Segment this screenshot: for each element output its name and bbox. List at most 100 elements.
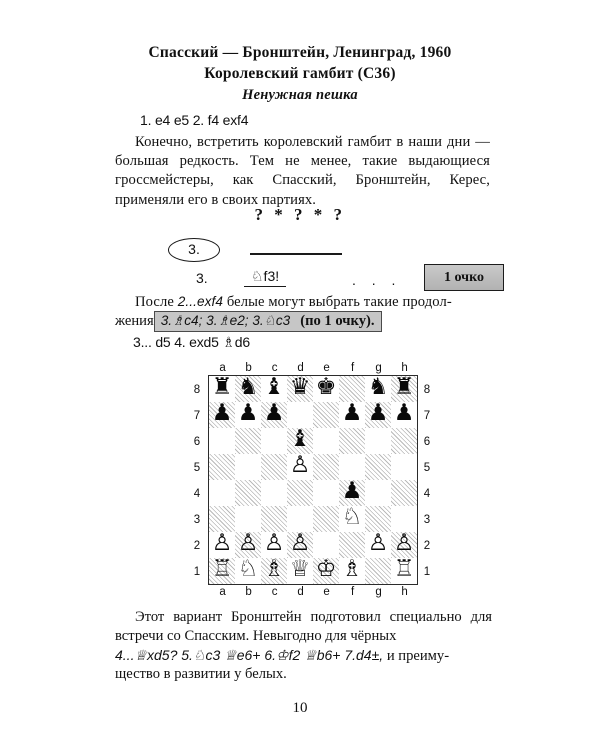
rank-label-right-2: 2: [423, 539, 431, 552]
board-square-d2[interactable]: ♙: [287, 530, 313, 558]
page-number: 10: [292, 700, 308, 716]
board-square-h6[interactable]: [391, 428, 417, 454]
answer-blank-rule[interactable]: [250, 253, 342, 255]
board-square-c4[interactable]: [261, 480, 287, 506]
board-square-g3[interactable]: [365, 506, 391, 532]
board-square-b1[interactable]: ♘: [235, 556, 261, 584]
board-square-h1[interactable]: ♖: [391, 556, 417, 584]
quiz-move-number-oval: 3.: [168, 238, 220, 262]
board-square-e6[interactable]: [313, 428, 339, 454]
board-square-a5[interactable]: [209, 454, 235, 480]
page-title-opening: Королевский гамбит (C36): [204, 65, 396, 82]
board-square-g2[interactable]: ♙: [365, 531, 391, 558]
closing-text-1: Этот вариант Бронштейн подготовил специа…: [115, 609, 492, 645]
board-square-f4[interactable]: ♟: [339, 479, 365, 506]
board-square-b6[interactable]: [235, 428, 261, 454]
board-square-e8[interactable]: ♚: [313, 375, 339, 402]
board-square-f5[interactable]: [339, 454, 365, 480]
board-square-h4[interactable]: [391, 480, 417, 506]
board-square-h2[interactable]: ♙: [391, 531, 417, 558]
board-square-c5[interactable]: [261, 454, 287, 480]
board-square-f3[interactable]: ♘: [339, 505, 365, 532]
board-square-d4[interactable]: [287, 480, 313, 506]
answer-move-number: 3.: [196, 270, 208, 286]
chess-board[interactable]: ♜♞♝♛♚♞♜♟♟♟♟♟♟♝♙♟♘♙♙♙♙♙♙♖♘♗♕♔♗♖: [208, 375, 418, 585]
closing-text-2: и преиму-: [386, 648, 450, 664]
board-square-d1[interactable]: ♕: [287, 557, 313, 584]
board-square-a6[interactable]: [209, 428, 235, 454]
board-square-b4[interactable]: [235, 480, 261, 506]
chess-piece: ♙: [289, 530, 311, 556]
closing-paragraph: Этот вариант Бронштейн подготовил специа…: [115, 608, 492, 647]
chess-piece: ♞: [237, 374, 259, 400]
board-square-h3[interactable]: [391, 506, 417, 532]
rank-label-right-1: 1: [423, 565, 431, 578]
board-square-a1[interactable]: ♖: [209, 557, 235, 584]
intro-paragraph: Конечно, встретить королевский гамбит в …: [115, 134, 490, 208]
chess-piece: ♖: [393, 556, 415, 582]
board-square-h7[interactable]: ♟: [391, 401, 417, 428]
board-square-g5[interactable]: [365, 454, 391, 480]
file-label-bottom-b: b: [245, 586, 252, 598]
board-square-d3[interactable]: [287, 506, 313, 532]
file-label-top-h: h: [401, 362, 408, 374]
chess-piece: ♗: [341, 556, 363, 582]
file-label-top-a: a: [219, 362, 226, 374]
board-square-g1[interactable]: [365, 558, 391, 584]
board-square-a4[interactable]: [209, 480, 235, 506]
answer-dots: . . .: [352, 272, 402, 288]
continuation-prefix: жения: [115, 313, 154, 329]
chess-piece: ♘: [237, 556, 259, 582]
board-square-c3[interactable]: [261, 506, 287, 532]
board-square-e3[interactable]: [313, 506, 339, 532]
chess-piece: ♟: [237, 400, 259, 426]
board-square-f1[interactable]: ♗: [339, 556, 365, 584]
board-square-e2[interactable]: [313, 532, 339, 558]
board-square-a3[interactable]: [209, 506, 235, 532]
board-square-b3[interactable]: [235, 506, 261, 532]
board-square-h5[interactable]: [391, 454, 417, 480]
board-square-e7[interactable]: [313, 402, 339, 428]
board-square-d7[interactable]: [287, 402, 313, 428]
board-square-f7[interactable]: ♟: [339, 400, 365, 428]
board-square-b5[interactable]: [235, 454, 261, 480]
board-square-c6[interactable]: [261, 428, 287, 454]
board-square-g4[interactable]: [365, 480, 391, 506]
continuation-highlighted-moves: 3.♗c4; 3.♗e2; 3.♘c3: [160, 313, 291, 328]
board-square-e4[interactable]: [313, 480, 339, 506]
rank-label-left-3: 3: [193, 513, 201, 526]
board-square-c8[interactable]: ♝: [261, 375, 287, 402]
chess-piece: ♟: [341, 400, 363, 426]
file-label-top-g: g: [375, 362, 382, 374]
rank-label-left-7: 7: [193, 409, 201, 422]
board-square-g6[interactable]: [365, 428, 391, 454]
board-square-c1[interactable]: ♗: [261, 557, 287, 584]
board-square-f6[interactable]: [339, 428, 365, 454]
board-square-e5[interactable]: [313, 454, 339, 480]
board-square-e1[interactable]: ♔: [313, 557, 339, 584]
board-square-a7[interactable]: ♟: [209, 401, 235, 428]
board-square-b7[interactable]: ♟: [235, 400, 261, 428]
board-square-f8[interactable]: [339, 376, 365, 402]
board-square-b8[interactable]: ♞: [235, 374, 261, 402]
continuation-lead-in-rest: белые могут выбрать такие продол-: [226, 294, 452, 310]
board-square-c2[interactable]: ♙: [261, 531, 287, 558]
board-square-d6[interactable]: ♝: [287, 427, 313, 454]
board-square-f2[interactable]: [339, 532, 365, 558]
board-square-a8[interactable]: ♜: [209, 375, 235, 402]
rank-label-right-6: 6: [423, 435, 431, 448]
file-label-bottom-g: g: [375, 586, 382, 598]
board-square-g8[interactable]: ♞: [365, 375, 391, 402]
board-square-h8[interactable]: ♜: [391, 375, 417, 402]
board-square-a2[interactable]: ♙: [209, 531, 235, 558]
rank-label-right-4: 4: [423, 487, 431, 500]
closing-text-3-line: щество в развитии у белых.: [115, 665, 492, 684]
board-square-b2[interactable]: ♙: [235, 531, 261, 558]
continuation-lead-in-move: 2...exf4: [177, 294, 224, 309]
board-square-c7[interactable]: ♟: [261, 401, 287, 428]
board-square-d5[interactable]: ♙: [287, 453, 313, 480]
board-square-d8[interactable]: ♛: [287, 375, 313, 402]
board-square-g7[interactable]: ♟: [365, 401, 391, 428]
